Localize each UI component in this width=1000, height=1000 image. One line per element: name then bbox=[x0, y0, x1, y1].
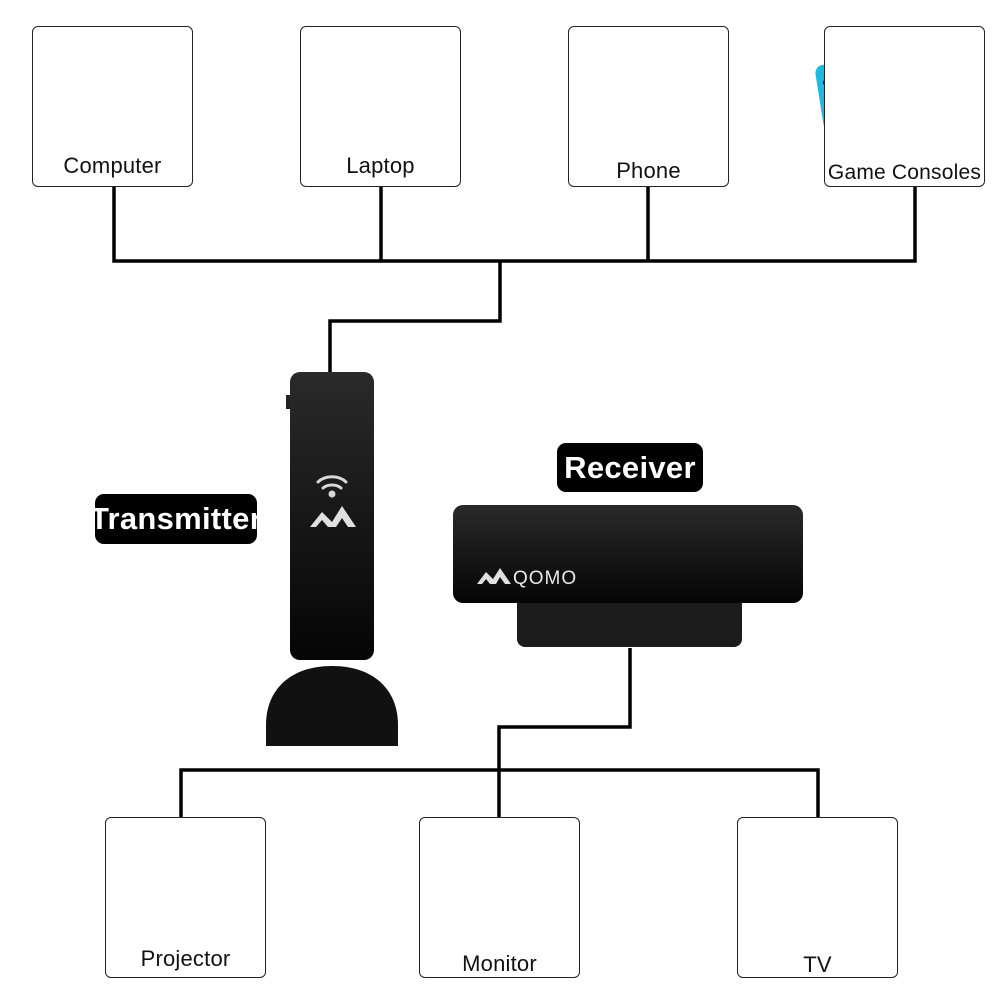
display-label-tv: TV bbox=[803, 952, 832, 977]
source-label-laptop: Laptop bbox=[346, 153, 415, 178]
source-label-computer: Computer bbox=[63, 153, 162, 178]
source-label-phone: Phone bbox=[616, 158, 681, 183]
transmitter-tag: Transmitter bbox=[90, 494, 262, 544]
display-connector-lines bbox=[179, 648, 820, 818]
display-box-monitor: Monitor bbox=[419, 817, 580, 978]
source-box-game-consoles: Game Consoles bbox=[824, 26, 985, 187]
display-label-projector: Projector bbox=[140, 946, 231, 971]
source-connector-lines bbox=[112, 186, 917, 375]
receiver-brand-text: QOMO bbox=[513, 568, 577, 589]
source-box-computer: Computer bbox=[32, 26, 193, 187]
transmitter-device bbox=[266, 372, 398, 746]
wifi-icon bbox=[316, 475, 348, 498]
receiver-device: QOMO bbox=[453, 505, 803, 647]
brand-logo-icon bbox=[477, 568, 511, 584]
receiver-tag: Receiver bbox=[557, 443, 703, 492]
source-box-laptop: Laptop bbox=[300, 26, 461, 187]
source-box-phone: Phone bbox=[568, 26, 729, 187]
brand-logo-icon bbox=[310, 506, 356, 527]
display-box-tv: TV bbox=[737, 817, 898, 978]
source-label-game-consoles: Game Consoles bbox=[827, 161, 982, 184]
display-box-projector: Projector bbox=[105, 817, 266, 978]
display-label-monitor: Monitor bbox=[462, 951, 537, 976]
